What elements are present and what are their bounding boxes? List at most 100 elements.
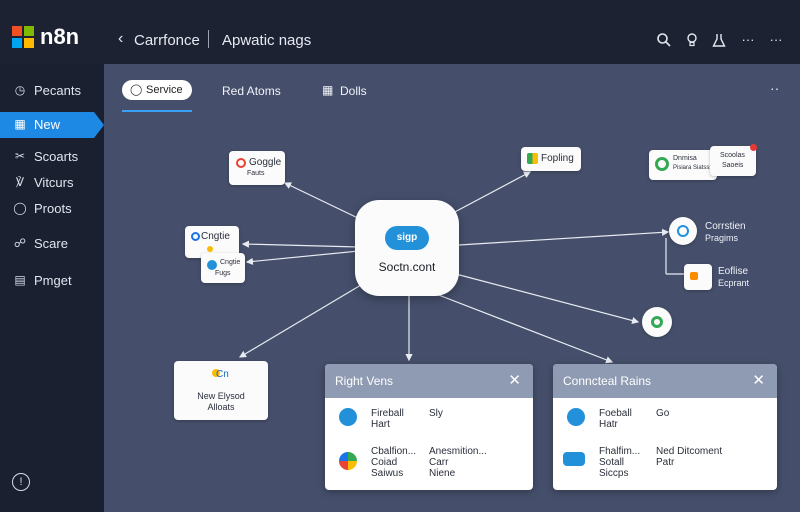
more-icon[interactable]: ··: [770, 80, 780, 96]
calendar-icon: ▦: [14, 117, 26, 131]
node-sublabel: Saoeis: [722, 162, 744, 169]
dnmisa-node[interactable]: Dnmisa Pisiara Siatsss: [649, 150, 717, 180]
sidebar-item-new[interactable]: ▦ New: [0, 112, 104, 138]
app-icon: [690, 272, 698, 280]
node-label: Dnmisa: [673, 155, 697, 162]
sidebar-item-proots[interactable]: ◯ Proots: [0, 196, 104, 222]
cngtie-secondary-node[interactable]: Cngtie Fugs: [201, 253, 245, 283]
cloud-icon: [339, 408, 357, 426]
more-icon[interactable]: ···: [741, 32, 755, 47]
workflow-name[interactable]: Carrfonce: [134, 32, 200, 49]
node-sublabel: Fauts: [247, 170, 265, 177]
chart-icon: ℣: [15, 175, 25, 189]
node-label: Cn: [216, 369, 229, 380]
sidebar: [0, 64, 104, 512]
grid-icon: ▦: [322, 83, 334, 97]
cloud-icon: [207, 260, 217, 270]
eoflise-label: Eoflise: [718, 266, 749, 277]
node-label: Fopling: [541, 153, 574, 164]
close-icon[interactable]: ✕: [508, 372, 521, 389]
sidebar-item-label: Pmget: [34, 273, 72, 288]
cloud-icon: [563, 452, 585, 466]
window-icon: ▤: [14, 273, 26, 287]
eoflise-sublabel: Ecprant: [718, 278, 750, 288]
sidebar-item-label: Pecants: [34, 83, 81, 98]
evernote-node[interactable]: [642, 307, 672, 337]
flask-icon[interactable]: [711, 32, 727, 48]
error-badge-icon: [750, 144, 757, 151]
app-brand: n8n: [40, 24, 80, 49]
node-sublabel: Fugs: [215, 270, 231, 277]
pin-icon: ◯: [13, 201, 27, 215]
n8n-logo-icon: [12, 26, 36, 50]
panel-header: Right Vens ✕: [325, 364, 533, 398]
sync-icon: [651, 316, 663, 328]
cloud-icon: [567, 408, 585, 426]
sidebar-item-scoarts[interactable]: ✂ Scoarts: [0, 144, 104, 170]
scoolas-node[interactable]: Scoolas Saoeis: [710, 144, 757, 176]
google-icon: [191, 232, 200, 241]
node-sublabel: New Elysod Alloats: [197, 391, 245, 412]
row-value: Go: [656, 408, 670, 419]
eoflise-node[interactable]: [684, 264, 712, 290]
corrstien-sublabel: Pragims: [705, 233, 739, 243]
node-label: Scoolas: [720, 152, 745, 159]
panel-header: Conncteal Rains ✕: [553, 364, 777, 398]
tab-red-atoms[interactable]: Red Atoms: [222, 84, 281, 98]
tab-service[interactable]: ◯ Service: [122, 80, 192, 100]
close-icon[interactable]: ✕: [752, 372, 765, 389]
sidebar-item-scare[interactable]: ☍ Scare: [0, 231, 104, 257]
workflow-title[interactable]: Apwatic nags: [222, 32, 312, 49]
node-label: Cngtie: [220, 259, 241, 266]
node-badge: sigp: [396, 232, 418, 243]
sidebar-item-label: Scoarts: [34, 149, 79, 164]
cloud-icon: [677, 225, 689, 237]
app-icon: [339, 452, 357, 470]
node-label: Goggle: [249, 157, 282, 168]
divider: [208, 30, 209, 48]
sidebar-item-vitcurs[interactable]: ℣ Vitcurs: [0, 170, 104, 196]
google-node[interactable]: Goggle Fauts: [229, 151, 285, 185]
sidebar-item-pecants[interactable]: ◷ Pecants: [0, 78, 104, 104]
history-icon: ◷: [14, 83, 26, 97]
sidebar-item-label: New: [34, 117, 61, 132]
cngtie-node[interactable]: Cngtie: [185, 226, 239, 258]
sidebar-item-label: Scare: [34, 236, 68, 251]
sidebar-item-label: Proots: [34, 201, 72, 216]
search-icon[interactable]: [656, 32, 672, 48]
cn-node[interactable]: Cn New Elysod Alloats: [174, 361, 268, 420]
help-icon[interactable]: !: [12, 473, 30, 491]
chevron-left-icon[interactable]: ‹: [118, 30, 124, 47]
active-tab-indicator: [122, 110, 192, 112]
tab-label: Service: [146, 84, 183, 96]
corrstien-node[interactable]: [669, 217, 697, 245]
node-label: Cngtie: [201, 231, 230, 242]
sync-icon: [655, 157, 669, 171]
node-label: Soctn.cont: [378, 260, 436, 274]
google-icon: [236, 158, 246, 168]
status-dot-icon: [207, 246, 213, 252]
user-icon: ◯: [130, 84, 143, 96]
tab-dolls[interactable]: Dolls: [340, 84, 367, 98]
cloud-icon: sigp: [385, 226, 429, 250]
panel-title: Conncteal Rains: [563, 374, 652, 388]
corrstien-label: Corrstien: [705, 221, 746, 232]
fopling-node[interactable]: Fopling: [521, 147, 581, 171]
node-sublabel: Pisiara Siatsss: [673, 165, 713, 171]
app-icon: [527, 153, 538, 164]
salesforce-node[interactable]: sigp Soctn.cont: [355, 200, 459, 296]
top-bar: n8n ‹ Carrfonce Apwatic nags ··· ···: [0, 0, 800, 64]
share-icon: ☍: [13, 236, 27, 250]
sidebar-item-pmget[interactable]: ▤ Pmget: [0, 268, 104, 294]
more-icon[interactable]: ···: [769, 32, 783, 47]
bulb-icon[interactable]: [684, 32, 700, 48]
